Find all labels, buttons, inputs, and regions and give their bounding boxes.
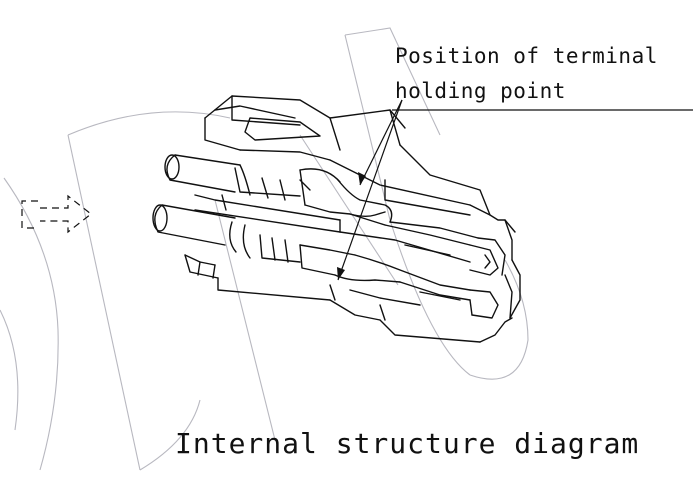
callout-label-line2: holding point (395, 79, 566, 103)
callout-label-line1: Position of terminal (395, 44, 658, 68)
diagram-caption: Internal structure diagram (175, 427, 640, 460)
